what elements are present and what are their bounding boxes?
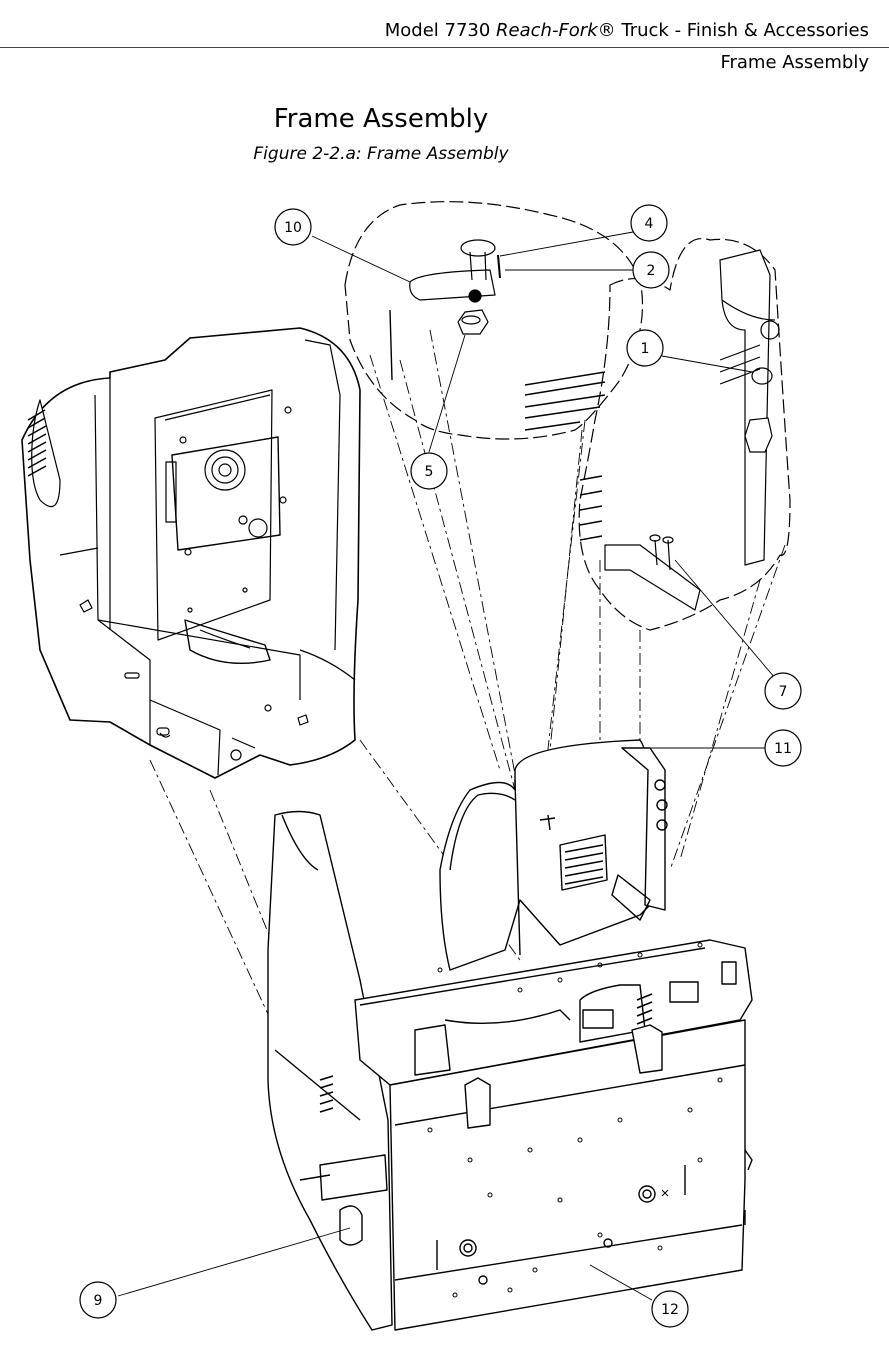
- vent-slots: [27, 409, 47, 477]
- svg-text:5: 5: [425, 464, 434, 480]
- page-title: Frame Assembly: [273, 104, 489, 134]
- document-header-title: Model 7730 Reach-Fork® Truck - Finish & …: [385, 20, 869, 41]
- svg-text:9: 9: [94, 1293, 103, 1309]
- callout-12: 12: [651, 1290, 689, 1328]
- side-vents: [319, 1075, 334, 1113]
- header-product-name: Reach-Fork: [496, 20, 598, 41]
- callout-4: 4: [630, 204, 668, 242]
- header-divider: [0, 47, 889, 48]
- document-header-subsection: Frame Assembly: [720, 52, 869, 73]
- svg-text:1: 1: [641, 341, 650, 357]
- callout-10: 10: [274, 208, 312, 246]
- header-section-text: ® Truck - Finish & Accessories: [597, 20, 869, 41]
- callout-1: 1: [626, 329, 664, 367]
- callout-2: 2: [632, 251, 670, 289]
- callout-11: 11: [764, 729, 802, 767]
- callout-9: 9: [79, 1281, 117, 1319]
- figure-caption: Figure 2-2.a: Frame Assembly: [253, 144, 509, 164]
- callout-5: 5: [410, 452, 448, 490]
- svg-text:2: 2: [647, 263, 656, 279]
- header-model-text: Model 7730: [384, 20, 497, 41]
- detail-view-bracket: [578, 238, 791, 631]
- main-frame-assembly: [267, 739, 753, 1331]
- svg-text:12: 12: [661, 1302, 679, 1318]
- callout-7: 7: [764, 672, 802, 710]
- svg-text:4: 4: [645, 216, 654, 232]
- callout-leaders: [117, 231, 776, 1301]
- detail-view-pivot: [344, 201, 644, 440]
- svg-text:11: 11: [774, 741, 792, 757]
- detail-view-compartment: [21, 327, 361, 779]
- svg-text:7: 7: [779, 684, 788, 700]
- svg-text:10: 10: [284, 220, 302, 236]
